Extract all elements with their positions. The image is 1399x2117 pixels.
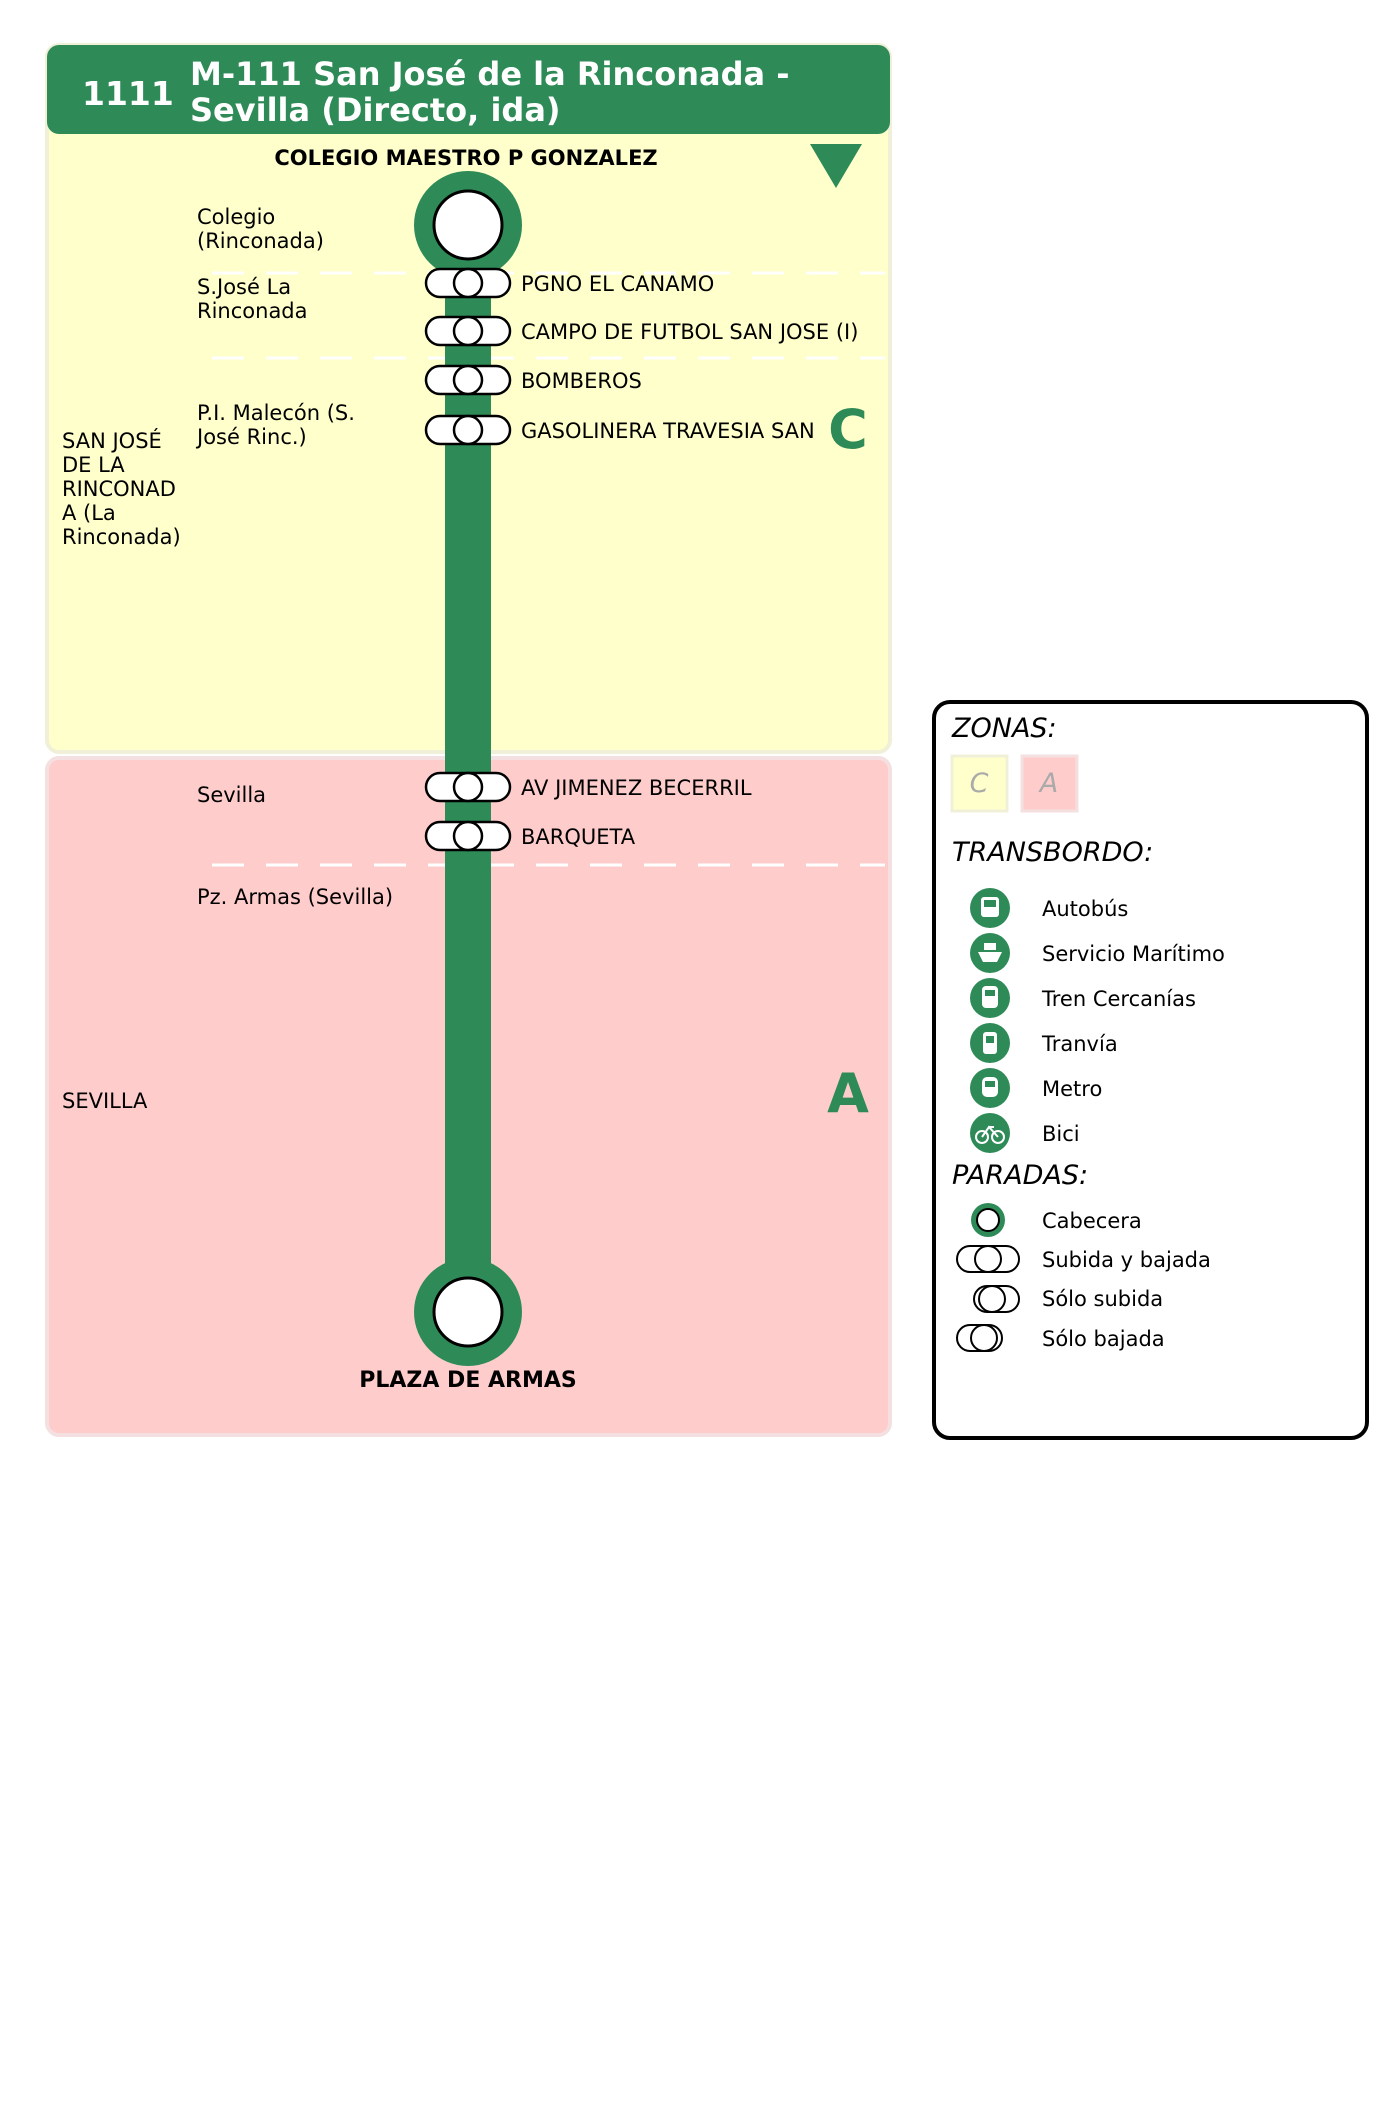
- legend-transbordo-label: Tren Cercanías: [1041, 987, 1196, 1011]
- route-header: [47, 45, 890, 134]
- municipality-label-c: SAN JOSÉ DE LA RINCONAD A (La Rinconada): [62, 428, 181, 549]
- stop-label: CAMPO DE FUTBOL SAN JOSE (I): [521, 320, 858, 344]
- route-code: 1111: [82, 74, 174, 113]
- zone-c-letter: C: [828, 398, 868, 461]
- stop[interactable]: [424, 414, 512, 446]
- stop[interactable]: [424, 315, 512, 347]
- board-alight-stop-icon: [956, 1245, 1020, 1273]
- legend-zonas-title: ZONAS:: [951, 713, 1057, 744]
- locality-label: (Rinconada): [197, 229, 324, 253]
- legend-box: [932, 700, 1369, 1440]
- stop[interactable]: [424, 364, 512, 396]
- stop-label: BOMBEROS: [521, 369, 642, 393]
- stop[interactable]: [424, 267, 512, 299]
- stop-label: BARQUETA: [521, 825, 636, 849]
- svg-text:Rinconada): Rinconada): [62, 525, 181, 549]
- boat-icon: [970, 933, 1010, 973]
- board-only-stop-icon: [973, 1285, 1020, 1313]
- legend-paradas-title: PARADAS:: [952, 1160, 1088, 1191]
- legend-parada-label: Sólo bajada: [1042, 1327, 1165, 1351]
- bike-icon: [970, 1113, 1010, 1153]
- municipality-label-a: SEVILLA: [62, 1089, 148, 1113]
- svg-text:SEVILLA: SEVILLA: [62, 1089, 148, 1113]
- origin-label: COLEGIO MAESTRO P GONZALEZ: [274, 146, 657, 170]
- legend-zone-a-letter: A: [1038, 768, 1058, 799]
- locality-label: Colegio: [197, 205, 275, 229]
- locality-label: P.I. Malecón (S.: [197, 401, 355, 425]
- stop-label: GASOLINERA TRAVESIA SAN: [521, 419, 815, 443]
- locality-label: Sevilla: [197, 783, 266, 807]
- zone-a-letter: A: [827, 1062, 869, 1125]
- metro-icon: [970, 1068, 1010, 1108]
- legend-zone-c-letter: C: [970, 768, 989, 799]
- locality-label: José Rinc.): [195, 425, 307, 449]
- locality-label: S.José La: [197, 275, 291, 299]
- route-title-line1: M-111 San José de la Rinconada -: [190, 55, 790, 93]
- stop[interactable]: [424, 820, 512, 852]
- locality-separators: [212, 271, 885, 867]
- stop[interactable]: [424, 771, 512, 803]
- legend-parada-label: Cabecera: [1042, 1209, 1142, 1233]
- legend-transbordo-label: Autobús: [1042, 897, 1128, 921]
- legend-parada-label: Sólo subida: [1042, 1287, 1163, 1311]
- legend-zone-a-swatch: [1020, 754, 1079, 813]
- route-title-line2: Sevilla (Directo, ida): [190, 91, 561, 129]
- stop-label: PGNO EL CANAMO: [521, 272, 714, 296]
- svg-text:SAN JOSÉ: SAN JOSÉ: [62, 428, 162, 453]
- legend-transbordo-label: Metro: [1042, 1077, 1102, 1101]
- svg-text:A (La: A (La: [62, 501, 116, 525]
- route-line: [445, 225, 491, 1310]
- bus-icon: [970, 888, 1010, 928]
- locality-label: Pz. Armas (Sevilla): [197, 885, 393, 909]
- train-icon: [970, 978, 1010, 1018]
- svg-text:RINCONAD: RINCONAD: [62, 477, 176, 501]
- legend-transbordo-label: Tranvía: [1041, 1032, 1118, 1056]
- locality-label: Rinconada: [197, 299, 308, 323]
- tram-icon: [970, 1023, 1010, 1063]
- legend-parada-label: Subida y bajada: [1042, 1248, 1211, 1272]
- destination-label: PLAZA DE ARMAS: [359, 1368, 577, 1393]
- legend-transbordo-label: Bici: [1042, 1122, 1080, 1146]
- alight-only-stop-icon: [956, 1324, 1003, 1352]
- svg-text:DE LA: DE LA: [62, 453, 125, 477]
- destination-terminal-stop: [414, 1258, 522, 1366]
- legend-transbordo-label: Servicio Marítimo: [1042, 942, 1225, 966]
- origin-terminal-stop: [414, 171, 522, 279]
- terminal-stop-icon: [971, 1203, 1005, 1237]
- legend-zone-c-swatch: [950, 754, 1009, 813]
- legend-transbordo-title: TRANSBORDO:: [952, 837, 1153, 868]
- direction-arrow-icon: [810, 144, 862, 188]
- locality-labels: Colegio (Rinconada) S.José La Rinconada …: [195, 205, 393, 909]
- stop-label: AV JIMENEZ BECERRIL: [521, 776, 752, 800]
